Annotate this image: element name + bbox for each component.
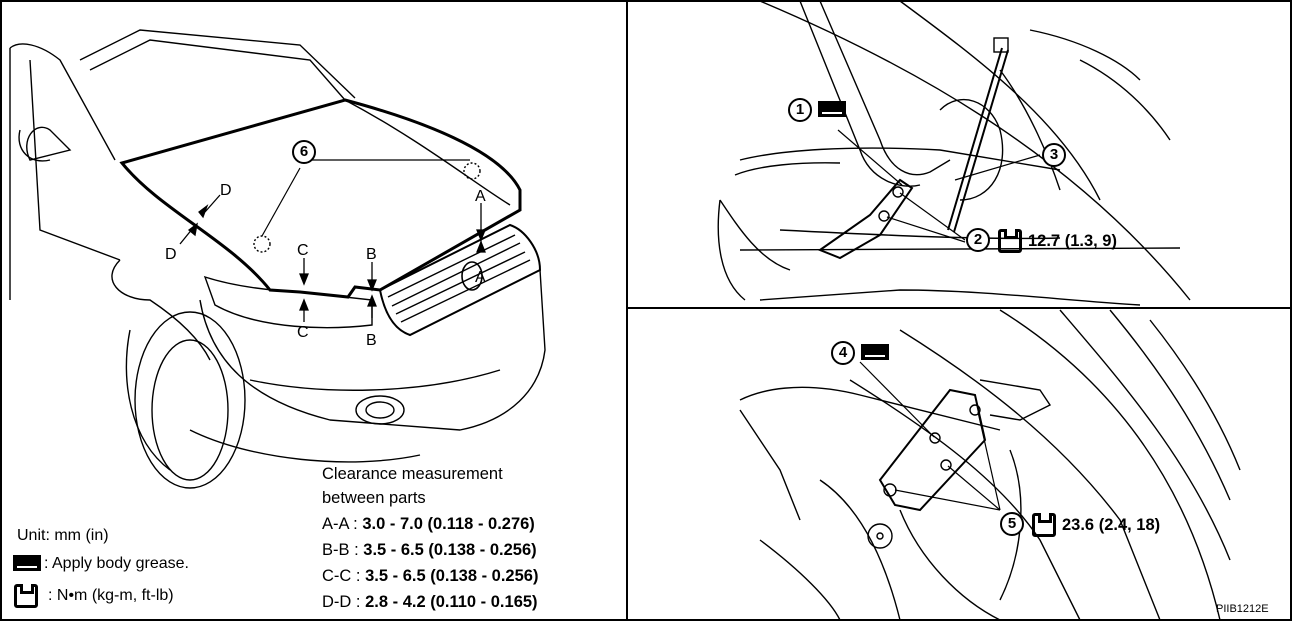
label-c-top: C bbox=[297, 242, 309, 259]
grease-icon-4 bbox=[861, 344, 889, 360]
callout-3: 3 bbox=[1042, 143, 1066, 167]
label-a-top: A bbox=[475, 188, 486, 205]
measurement-arrows bbox=[179, 194, 486, 322]
label-d-top: D bbox=[220, 182, 232, 199]
hood-hinge-illustration bbox=[717, 0, 1191, 306]
label-d-bottom: D bbox=[165, 246, 177, 263]
label-c-bottom: C bbox=[297, 324, 309, 341]
clearance-heading-line2: between parts bbox=[322, 489, 426, 507]
figure-id: PIIB1212E bbox=[1216, 603, 1269, 615]
clearance-row-aa: A-A : 3.0 - 7.0 (0.118 - 0.276) bbox=[322, 515, 535, 533]
callout-6-leaders bbox=[261, 159, 470, 237]
torque-wrench-icon bbox=[14, 584, 38, 608]
label-b-bottom: B bbox=[366, 332, 377, 349]
torque-unit-legend: : N•m (kg-m, ft-lb) bbox=[48, 587, 174, 604]
unit-label: Unit: mm (in) bbox=[17, 527, 109, 544]
callout-6: 6 bbox=[292, 140, 316, 164]
grease-icon-1 bbox=[818, 101, 846, 117]
torque-value-5: 23.6 (2.4, 18) bbox=[1062, 516, 1161, 534]
clearance-row-bb: B-B : 3.5 - 6.5 (0.138 - 0.256) bbox=[322, 541, 537, 559]
clearance-row-cc: C-C : 3.5 - 6.5 (0.138 - 0.256) bbox=[322, 567, 539, 585]
torque-wrench-icon-5 bbox=[1032, 513, 1056, 537]
callout-2: 2 bbox=[966, 228, 990, 252]
torque-value-2: 12.7 (1.3, 9) bbox=[1028, 232, 1117, 250]
grease-icon bbox=[13, 555, 41, 571]
label-a-bottom: A bbox=[475, 269, 486, 286]
torque-wrench-icon-2 bbox=[998, 229, 1022, 253]
callout-5: 5 bbox=[1000, 512, 1024, 536]
clearance-heading-line1: Clearance measurement bbox=[322, 465, 503, 483]
lock-leaders bbox=[859, 361, 1001, 511]
callout-4: 4 bbox=[831, 341, 855, 365]
label-b-top: B bbox=[366, 246, 377, 263]
callout-1: 1 bbox=[788, 98, 812, 122]
clearance-row-dd: D-D : 2.8 - 4.2 (0.110 - 0.165) bbox=[322, 593, 538, 611]
car-illustration bbox=[9, 29, 546, 489]
hood-lock-illustration bbox=[739, 309, 1241, 621]
hinge-leaders bbox=[837, 129, 1041, 243]
grease-legend: : Apply body grease. bbox=[44, 555, 189, 572]
